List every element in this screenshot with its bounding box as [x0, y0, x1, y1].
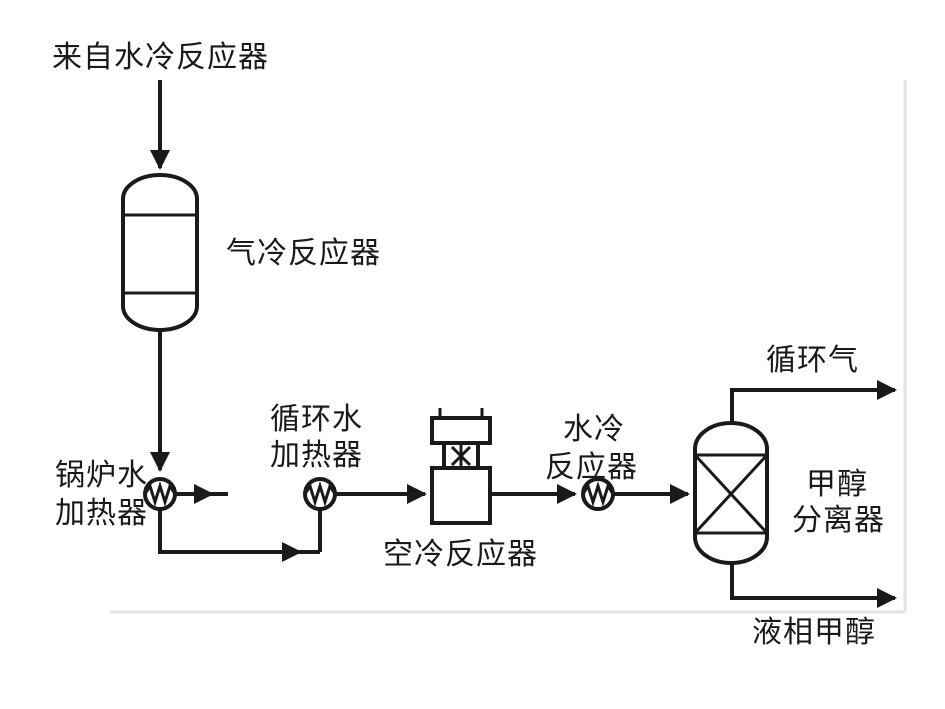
frame-border [110, 80, 907, 614]
gas-cooled-reactor-vessel [121, 173, 199, 332]
circ-heater-label-line2: 加热器 [270, 438, 363, 473]
pipe-to-circ-heater [158, 509, 302, 562]
heat-exchanger-icon [581, 477, 615, 511]
liquid-methanol-label: 液相甲醇 [752, 615, 876, 650]
recycle-gas-outlet [730, 380, 897, 423]
separator-label-line2: 分离器 [792, 503, 885, 538]
separator-label-line1: 甲醇 [806, 467, 868, 502]
fan-icon [450, 444, 472, 468]
heat-exchanger-icon [143, 477, 177, 511]
water-cooled-label-line1: 水冷 [563, 412, 625, 447]
air-cooled-reactor-label: 空冷反应器 [383, 537, 538, 572]
liquid-methanol-outlet [730, 563, 897, 608]
recycle-gas-label: 循环气 [766, 343, 859, 378]
air-cooled-reactor-unit [430, 408, 492, 525]
heat-exchanger-icon [303, 477, 337, 511]
gas-cooled-reactor-label: 气冷反应器 [226, 236, 381, 271]
boiler-heater-label-line1: 锅炉水 [55, 458, 148, 493]
source-label: 来自水冷反应器 [52, 40, 269, 75]
water-cooled-label-line2: 反应器 [545, 450, 638, 485]
boiler-heater-label-line2: 加热器 [55, 496, 148, 531]
methanol-separator-vessel [693, 421, 769, 565]
boiler-water-heater [143, 477, 228, 511]
circ-heater-label-line1: 循环水 [270, 402, 363, 437]
